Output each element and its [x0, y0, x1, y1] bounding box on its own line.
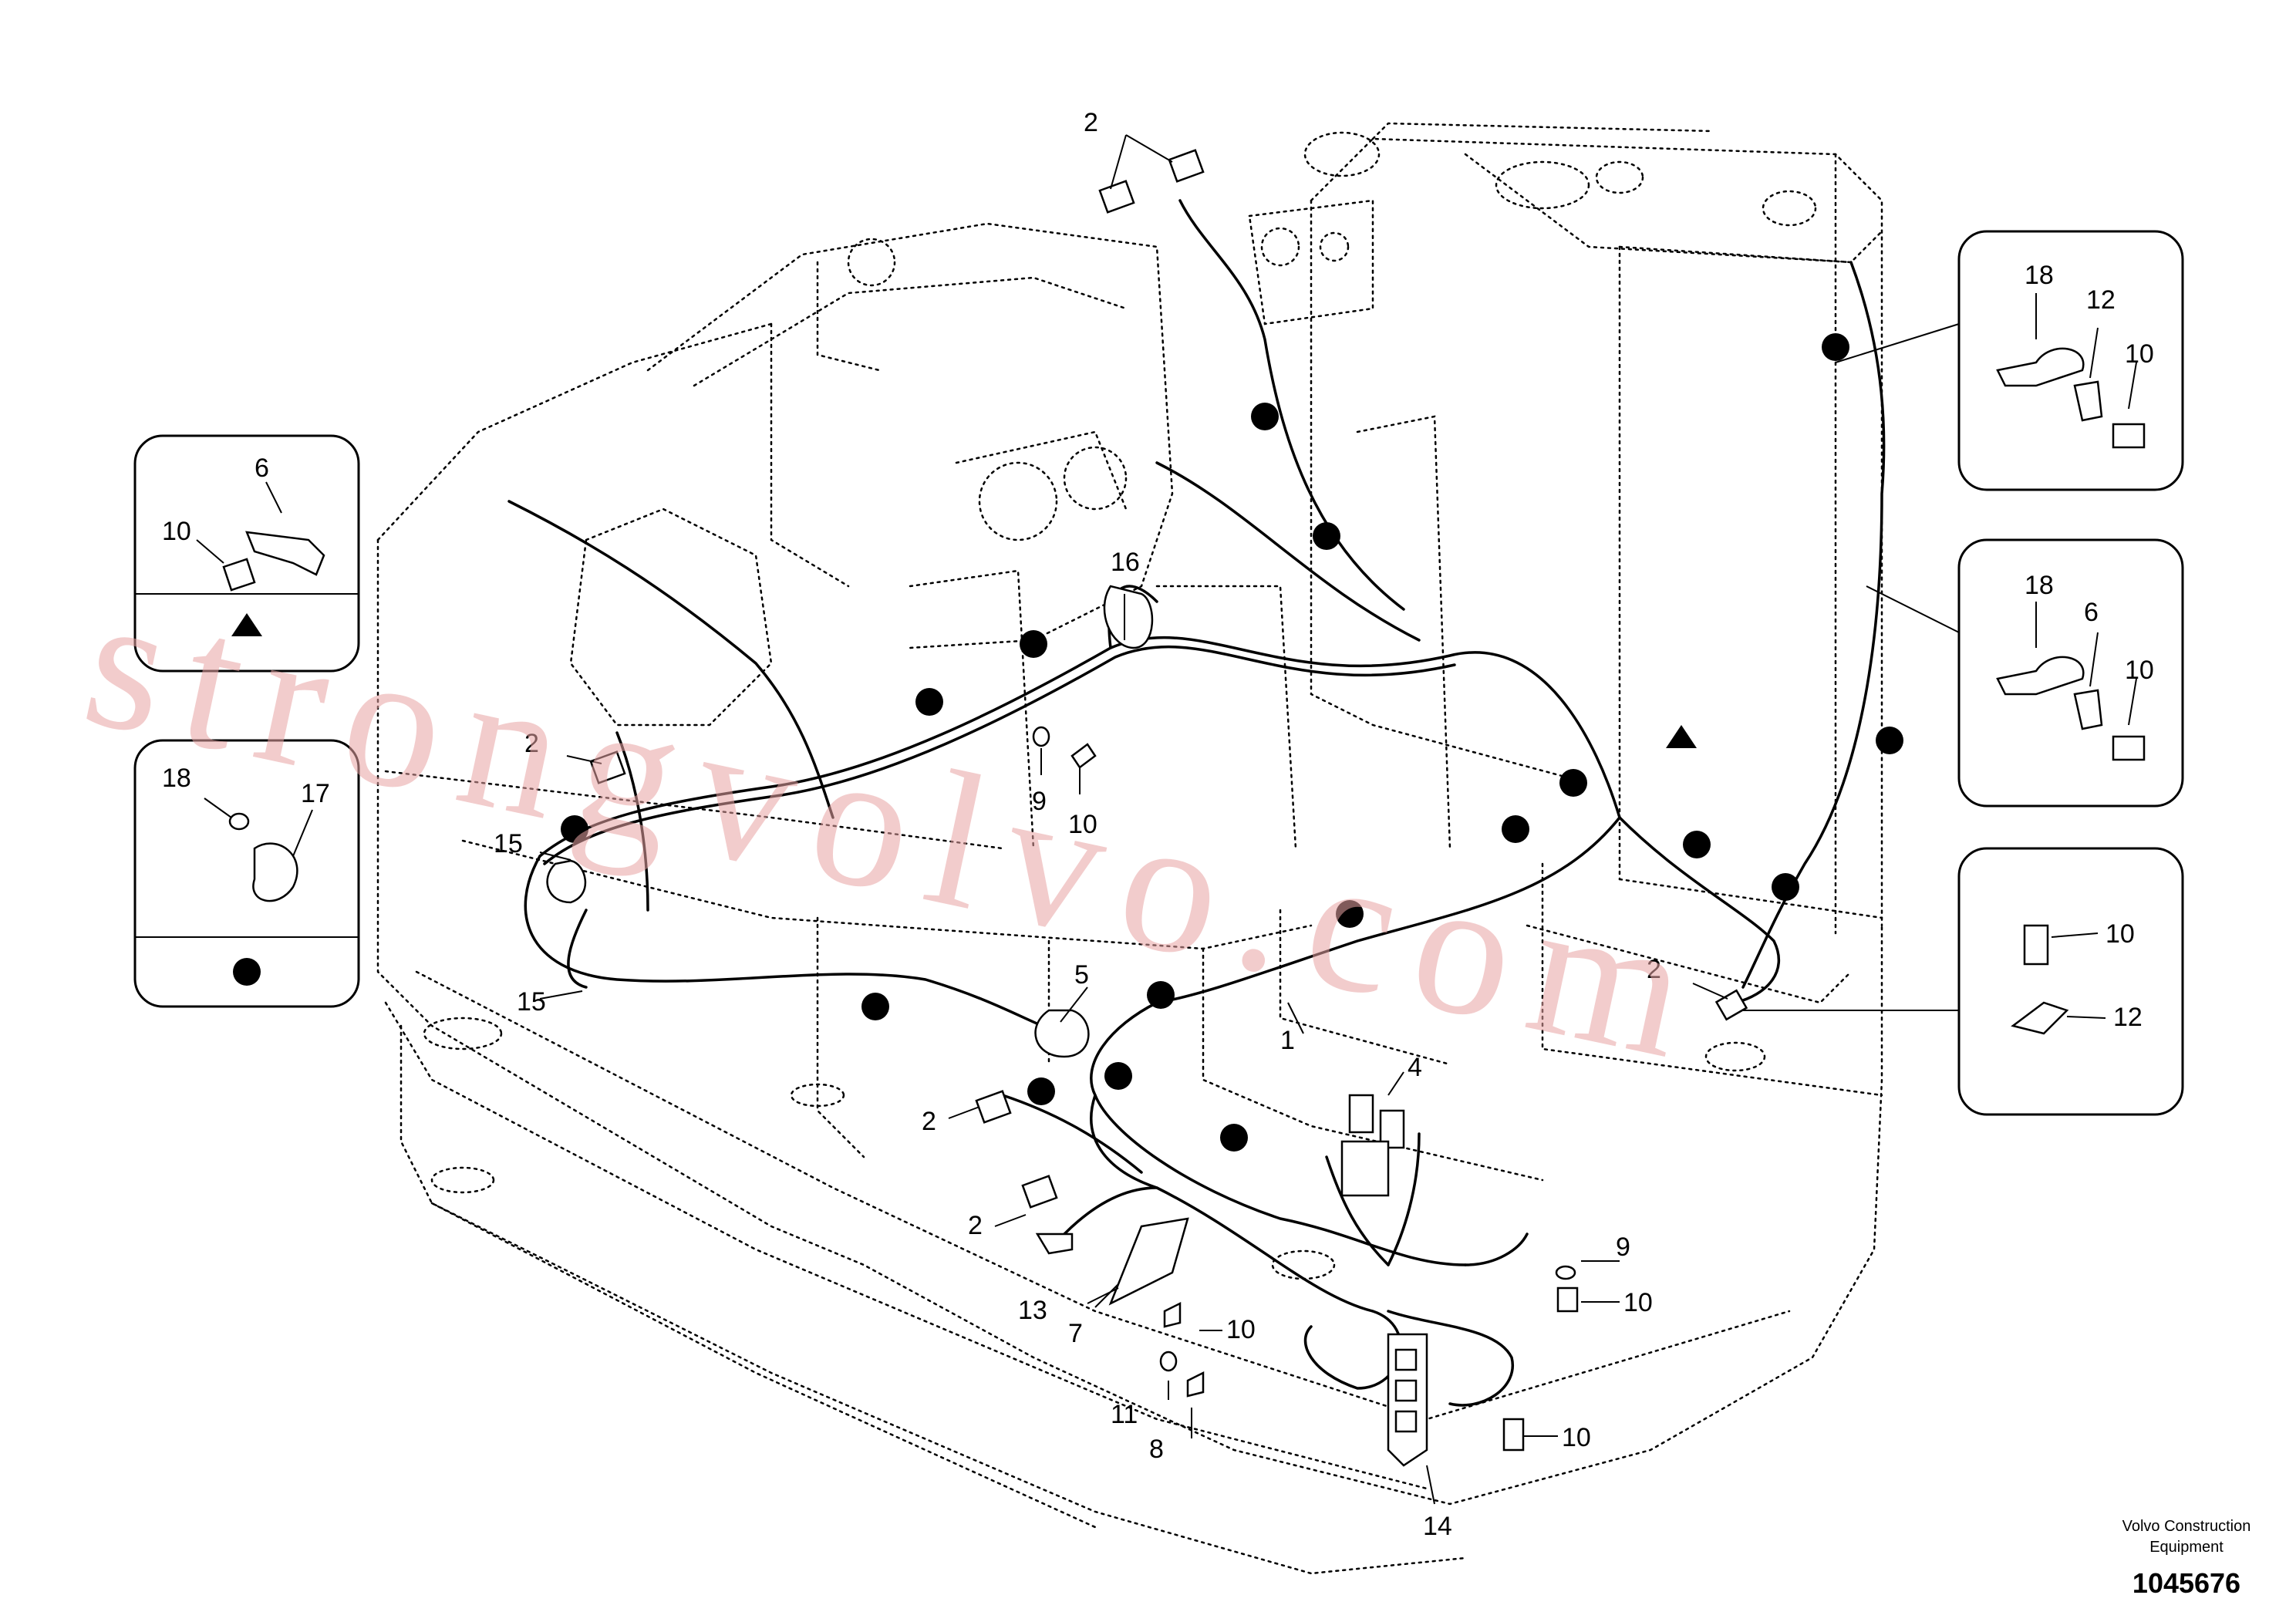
part-label-10: 10: [2106, 919, 2135, 949]
part-label-7: 7: [1068, 1319, 1083, 1348]
part-label-18: 18: [2025, 571, 2054, 600]
part-label-6: 6: [255, 454, 269, 483]
part-label-2: 2: [1084, 108, 1098, 137]
triangle-marker: [1666, 725, 1697, 748]
part-label-16: 16: [1111, 548, 1140, 577]
part-label-10: 10: [1068, 810, 1097, 839]
part-label-18: 18: [2025, 261, 2054, 290]
part-label-18: 18: [162, 764, 191, 793]
part-label-9: 9: [1032, 787, 1047, 816]
part-label-10: 10: [1623, 1288, 1653, 1317]
legend-box-bullet: 18 17: [133, 739, 360, 1008]
part-label-11: 11: [1111, 1400, 1138, 1429]
machine-frame-outline: [376, 122, 1883, 1575]
hardware: [1032, 726, 1579, 1452]
part-label-15: 15: [517, 987, 546, 1017]
document-number: 1045676: [2132, 1567, 2240, 1599]
part-label-10: 10: [1226, 1315, 1256, 1344]
callout-leaders: [1743, 323, 1960, 1011]
legend-box-c: 10 12: [1957, 847, 2184, 1116]
part-label-2: 2: [524, 729, 539, 758]
harness-clips: [546, 585, 1154, 1058]
part-label-15: 15: [494, 829, 523, 858]
clamp-position-markers: [561, 333, 1903, 1152]
part-label-5: 5: [1074, 960, 1089, 990]
part-label-10: 10: [1562, 1423, 1591, 1452]
part-label-12: 12: [2113, 1003, 2143, 1032]
part-label-14: 14: [1423, 1512, 1452, 1541]
part-label-9: 9: [1616, 1233, 1630, 1262]
brand-line-1: Volvo Construction: [2122, 1518, 2251, 1535]
part-label-6: 6: [2084, 598, 2099, 627]
brand-line-2: Equipment: [2149, 1539, 2224, 1556]
bullet-icon: [233, 958, 261, 986]
part-label-2: 2: [922, 1107, 936, 1136]
legend-box-triangle: 6 10: [133, 434, 360, 673]
legend-box-a: 18 12 10: [1957, 230, 2184, 491]
triangle-icon: [231, 613, 262, 636]
legend-box-b: 18 6 10: [1957, 538, 2184, 808]
part-label-4: 4: [1408, 1053, 1422, 1082]
part-label-2: 2: [1647, 955, 1661, 984]
part-label-13: 13: [1018, 1296, 1047, 1325]
part-label-10: 10: [2125, 656, 2154, 685]
part-label-2: 2: [968, 1211, 983, 1240]
part-label-17: 17: [301, 779, 330, 808]
part-label-10: 10: [162, 517, 191, 546]
part-labels: 2 16 2 9 10 15 15 5 1 4 2 2 2 13 7 10 11…: [494, 108, 1661, 1541]
connectors: [589, 149, 1748, 1467]
part-label-12: 12: [2086, 285, 2116, 315]
part-label-10: 10: [2125, 339, 2154, 369]
leader-lines: [539, 134, 1728, 1505]
part-label-1: 1: [1280, 1026, 1295, 1055]
part-label-8: 8: [1149, 1435, 1164, 1464]
